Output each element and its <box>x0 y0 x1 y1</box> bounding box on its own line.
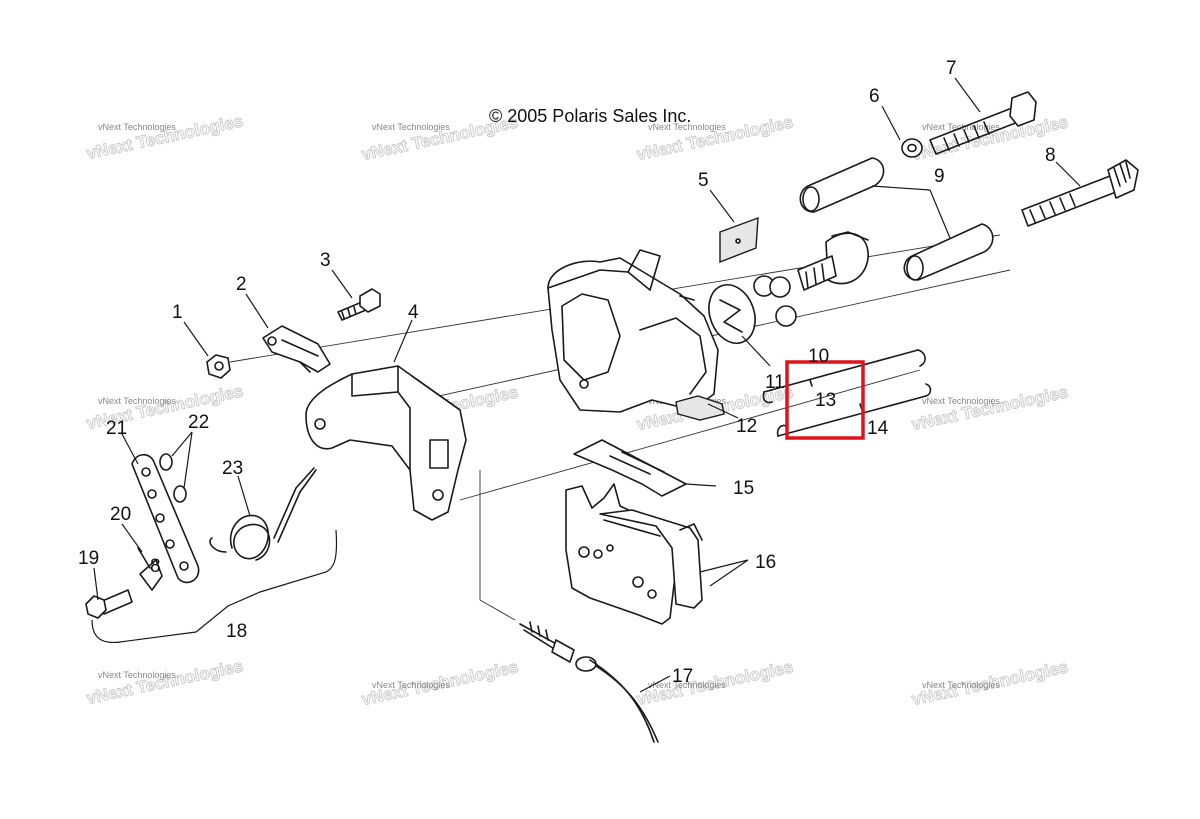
watermark: vNext Technologies vNext Technologies <box>360 657 521 710</box>
svg-text:vNext Technologies: vNext Technologies <box>648 122 726 132</box>
watermark: vNext Technologies vNext Technologies <box>84 111 245 164</box>
callout-2: 2 <box>236 274 247 295</box>
callout-23: 23 <box>222 458 243 479</box>
svg-text:vNext Technologies: vNext Technologies <box>85 656 245 708</box>
callout-4: 4 <box>408 302 419 323</box>
svg-text:vNext Technologies: vNext Technologies <box>910 382 1070 434</box>
callout-8-lever: 8 <box>150 556 161 577</box>
part-6-washer <box>901 138 923 158</box>
watermark: vNext Technologies vNext Technologies <box>910 657 1071 710</box>
highlight-box <box>785 360 865 440</box>
svg-text:vNext Technologies: vNext Technologies <box>98 396 176 406</box>
callout-19: 19 <box>78 548 99 569</box>
part-11-disc <box>708 284 756 344</box>
svg-text:vNext Technologies: vNext Technologies <box>648 680 726 690</box>
callout-7: 7 <box>946 58 957 79</box>
part-18-lever-assembly <box>85 453 338 644</box>
part-13-14-seals <box>762 349 932 437</box>
svg-text:vNext Technologies: vNext Technologies <box>922 396 1000 406</box>
leader-lines <box>93 77 1081 693</box>
callout-1: 1 <box>172 302 183 323</box>
callout-20: 20 <box>110 504 131 525</box>
copyright-notice: © 2005 Polaris Sales Inc. <box>489 106 691 126</box>
part-12-caliper <box>547 249 725 421</box>
callout-11: 11 <box>765 372 785 393</box>
svg-text:vNext Technologies: vNext Technologies <box>922 680 1000 690</box>
callout-labels: 1 2 3 4 5 6 7 8 9 10 11 12 13 14 15 16 1… <box>78 58 1056 687</box>
svg-text:vNext Technologies: vNext Technologies <box>98 670 176 680</box>
watermark: vNext Technologies vNext Technologies <box>84 656 245 709</box>
watermark-group: vNext Technologies vNext Technologies vN… <box>84 111 1071 710</box>
svg-text:vNext Technologies: vNext Technologies <box>372 680 450 690</box>
callout-6: 6 <box>869 86 880 107</box>
part-16-brake-pads <box>565 483 703 625</box>
callout-10: 10 <box>808 346 829 367</box>
callout-14: 14 <box>867 418 889 439</box>
callout-8: 8 <box>1045 145 1056 166</box>
part-8-bolt <box>1021 159 1139 227</box>
part-2-clevis <box>262 325 331 373</box>
part-10-balls-cam <box>753 231 869 327</box>
callout-3: 3 <box>320 250 331 271</box>
svg-text:vNext Technologies: vNext Technologies <box>372 122 450 132</box>
callout-21: 21 <box>106 418 127 439</box>
watermark: vNext Technologies vNext Technologies <box>910 382 1071 435</box>
callout-22: 22 <box>188 412 209 433</box>
part-1-nut <box>206 354 231 379</box>
callout-17: 17 <box>672 666 693 687</box>
part-7-bolt <box>929 91 1037 155</box>
callout-16: 16 <box>755 552 776 573</box>
callout-18: 18 <box>226 621 247 642</box>
part-4-bracket <box>305 365 467 521</box>
svg-text:vNext Technologies: vNext Technologies <box>85 111 245 163</box>
part-3-bolt <box>337 288 381 321</box>
callout-12: 12 <box>736 416 757 437</box>
svg-text:vNext Technologies: vNext Technologies <box>98 122 176 132</box>
callout-15: 15 <box>733 478 754 499</box>
callout-13: 13 <box>815 390 836 411</box>
part-15-spring-clip <box>573 439 687 497</box>
watermark: vNext Technologies vNext Technologies <box>635 657 796 710</box>
callout-5: 5 <box>698 170 709 191</box>
part-17-cable <box>519 621 659 743</box>
callout-9: 9 <box>934 166 945 187</box>
part-5-shim <box>719 216 759 264</box>
